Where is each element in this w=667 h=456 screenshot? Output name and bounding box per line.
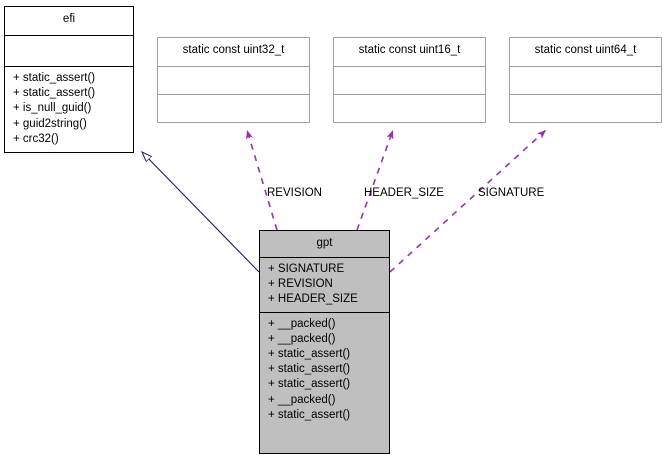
class-title-efi: efi <box>5 7 133 36</box>
class-attributes-uint32 <box>158 67 309 95</box>
class-methods-gpt: + __packed() + __packed() + static_asser… <box>260 313 389 427</box>
edge-label-header-size: HEADER_SIZE <box>364 187 444 199</box>
class-box-uint32[interactable]: static const uint32_t <box>157 37 310 123</box>
class-member: + __packed() <box>268 317 336 330</box>
edge-label-revision: REVISION <box>267 187 322 199</box>
edge-label-signature: SIGNATURE <box>478 187 545 199</box>
class-member: + crc32() <box>13 132 59 145</box>
class-member: + SIGNATURE <box>268 263 345 275</box>
class-member: + HEADER_SIZE <box>268 293 358 306</box>
class-member: + __packed() <box>268 393 336 406</box>
class-title-uint64: static const uint64_t <box>510 38 661 67</box>
class-box-uint64[interactable]: static const uint64_t <box>509 37 662 123</box>
class-methods-uint16 <box>334 95 485 179</box>
class-attributes-uint16 <box>334 67 485 95</box>
class-box-gpt[interactable]: gpt + SIGNATURE + REVISION + HEADER_SIZE… <box>259 230 390 454</box>
class-attributes-uint64 <box>510 67 661 95</box>
class-attributes-efi <box>5 36 133 67</box>
class-member: + static_assert() <box>268 348 351 361</box>
class-box-efi[interactable]: efi + static_assert() + static_assert() … <box>4 6 134 153</box>
class-member: + __packed() <box>268 332 336 345</box>
class-title-uint16: static const uint16_t <box>334 38 485 67</box>
class-methods-uint64 <box>510 95 661 179</box>
class-member: + guid2string() <box>13 117 87 130</box>
class-box-uint16[interactable]: static const uint16_t <box>333 37 486 123</box>
class-attributes-gpt: + SIGNATURE + REVISION + HEADER_SIZE <box>260 258 389 313</box>
class-member: + static_assert() <box>268 363 351 376</box>
class-member: + static_assert() <box>13 87 96 100</box>
class-member: + static_assert() <box>268 408 351 421</box>
class-member: + static_assert() <box>13 72 96 84</box>
class-member: + static_assert() <box>268 378 351 391</box>
class-methods-uint32 <box>158 95 309 179</box>
class-member: + is_null_guid() <box>13 102 92 115</box>
class-methods-efi: + static_assert() + static_assert() + is… <box>5 67 133 151</box>
class-title-uint32: static const uint32_t <box>158 38 309 67</box>
class-title-gpt: gpt <box>260 231 389 258</box>
class-member: + REVISION <box>268 278 333 291</box>
